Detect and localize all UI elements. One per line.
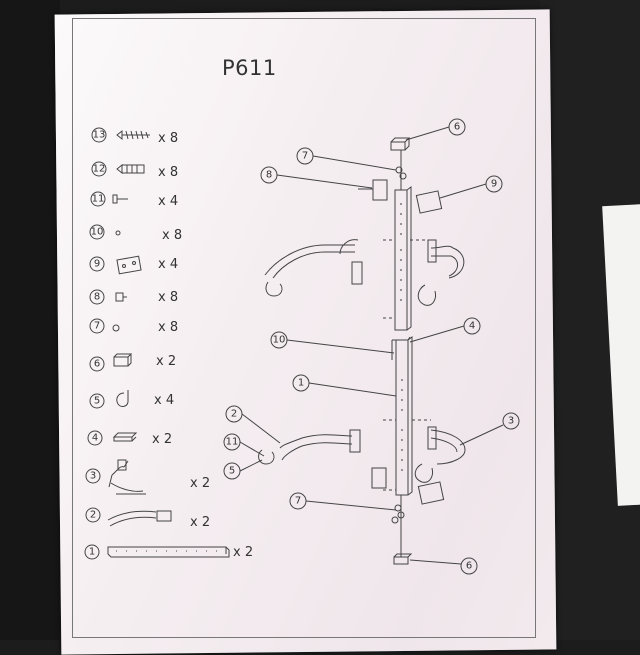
part-number-circles [84, 127, 107, 560]
diagram-layer: 13 12 11 10 9 8 7 6 5 4 3 2 1 6 7 8 9 4 … [84, 118, 520, 575]
part-11-qty: x 4 [158, 194, 179, 209]
part-label-9: 9 [94, 259, 100, 270]
cap-icon [113, 353, 133, 367]
part-13-qty: x 8 [158, 131, 179, 146]
callout-label: 11 [226, 437, 239, 448]
callout-leaders [239, 126, 504, 565]
callout-label: 9 [491, 179, 497, 190]
part-number-labels: 13 12 11 10 9 8 7 6 5 4 3 2 1 [89, 130, 106, 558]
part-label-11: 11 [92, 194, 105, 205]
callout-label: 2 [231, 409, 237, 420]
part-label-8: 8 [94, 292, 100, 303]
part-label-13: 13 [93, 130, 106, 141]
callout-labels: 6 7 8 9 4 10 1 2 11 5 3 7 6 [226, 122, 515, 572]
part-2-qty: x 2 [190, 515, 211, 530]
part-5-qty: x 4 [154, 393, 175, 408]
part-12-qty: x 8 [158, 165, 179, 180]
background-left [0, 0, 60, 640]
part-label-10: 10 [91, 227, 104, 238]
part-1-qty: x 2 [233, 545, 254, 560]
hook-icon [116, 390, 129, 407]
part-8-qty: x 8 [158, 290, 179, 305]
small-nut-icon [112, 324, 120, 332]
sheet-border [72, 18, 536, 638]
part-label-7: 7 [94, 321, 100, 332]
callout-label: 3 [508, 416, 514, 427]
callout-label: 10 [273, 335, 286, 346]
post-holes [400, 203, 403, 471]
callout-label: 6 [466, 561, 472, 572]
callout-circles [223, 118, 520, 575]
nut-icon [115, 292, 127, 302]
short-arm-icon [108, 459, 146, 495]
callout-label: 4 [469, 321, 475, 332]
long-arm-icon [107, 510, 172, 527]
part-10-qty: x 8 [162, 228, 183, 243]
screw-icon [116, 129, 150, 141]
part-label-1: 1 [89, 547, 95, 558]
bracket-icon [112, 432, 138, 442]
part-label-6: 6 [94, 359, 100, 370]
part-label-5: 5 [94, 396, 100, 407]
callout-label: 7 [302, 151, 308, 162]
part-6-qty: x 2 [156, 354, 177, 369]
callout-label: 5 [229, 466, 235, 477]
callout-label: 8 [266, 170, 272, 181]
part-label-2: 2 [90, 510, 96, 521]
part-label-3: 3 [90, 471, 96, 482]
callout-label: 6 [454, 122, 460, 133]
part-4-qty: x 2 [152, 432, 173, 447]
model-title: P611 [222, 56, 277, 80]
washer-icon [115, 230, 121, 236]
assembly-diagram [258, 137, 466, 565]
part-3-qty: x 2 [190, 476, 211, 491]
anchor-icon [116, 163, 145, 175]
post-icon [107, 546, 230, 558]
callout-label: 1 [298, 378, 304, 389]
bolt-icon [112, 194, 128, 204]
part-9-qty: x 4 [158, 257, 179, 272]
part-label-12: 12 [93, 164, 106, 175]
part-label-4: 4 [92, 433, 98, 444]
callout-label: 7 [295, 496, 301, 507]
part-7-qty: x 8 [158, 320, 179, 335]
plate-icon [116, 255, 142, 275]
